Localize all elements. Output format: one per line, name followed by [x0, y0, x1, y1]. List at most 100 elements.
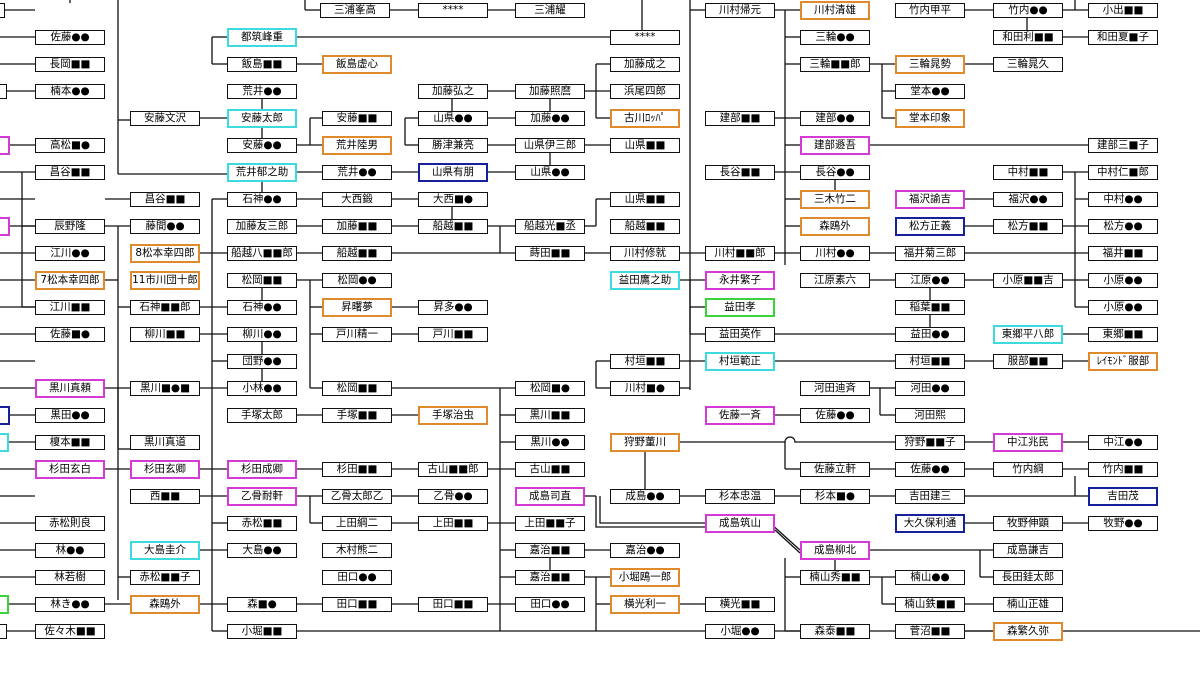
person-box — [0, 595, 9, 614]
person-box: 加藤成之 — [610, 57, 680, 72]
person-box: 松方●● — [1088, 219, 1158, 234]
person-box: 和田夏■子 — [1088, 30, 1158, 45]
person-box: 佐藤■● — [35, 327, 105, 342]
person-box: 林き●● — [35, 597, 105, 612]
person-box: 松方正義 — [895, 217, 965, 236]
person-box — [0, 136, 10, 155]
person-box: 石神●● — [227, 192, 297, 207]
person-box: 安藤●● — [227, 138, 297, 153]
person-box: 江原●● — [895, 273, 965, 288]
person-box: 松岡■● — [515, 381, 585, 396]
person-box: 8松本幸四郎 — [130, 244, 200, 263]
person-box: 中江兆民 — [993, 433, 1063, 452]
person-box: 川村清雄 — [800, 1, 870, 20]
person-box: 成島司直 — [515, 487, 585, 506]
person-box: 高松■● — [35, 138, 105, 153]
person-box: 服部■■ — [993, 354, 1063, 369]
person-box: 荒井郁之助 — [227, 163, 297, 182]
person-box: 小堀鴎一郎 — [610, 568, 680, 587]
person-box: 松方■■ — [993, 219, 1063, 234]
person-box: 牧野伸顕 — [993, 516, 1063, 531]
person-box: 三輪●● — [800, 30, 870, 45]
person-box: 杉田成卿 — [227, 460, 297, 479]
person-box: ﾚｲﾓﾝﾄﾞ服部 — [1088, 352, 1158, 371]
person-box: 川村修就 — [610, 246, 680, 261]
person-box: 建部三■子 — [1088, 138, 1158, 153]
person-box: 嘉治■■ — [515, 570, 585, 585]
person-box: 赤松則良 — [35, 516, 105, 531]
person-box: 杉本■● — [800, 489, 870, 504]
person-box: 大島●● — [227, 543, 297, 558]
person-box: 三木竹二 — [800, 190, 870, 209]
person-box: 三浦峯高 — [320, 3, 390, 18]
person-box: 赤松■■子 — [130, 570, 200, 585]
person-box: 勝津兼亮 — [418, 138, 488, 153]
person-box: 山県■■ — [610, 138, 680, 153]
person-box: 長岡■■ — [35, 57, 105, 72]
person-box: 東郷平八郎 — [993, 325, 1063, 344]
person-box: 昇曙夢 — [322, 298, 392, 317]
person-box: 手塚治虫 — [418, 406, 488, 425]
person-box: 福沢●● — [993, 192, 1063, 207]
person-box: 乙骨●● — [418, 489, 488, 504]
person-box: 昌谷■■ — [35, 165, 105, 180]
person-box: 小原●● — [1088, 300, 1158, 315]
person-box: 小林●● — [227, 381, 297, 396]
person-box: 中村●● — [1088, 192, 1158, 207]
person-box: 長谷■■ — [705, 165, 775, 180]
person-box: 佐藤立軒 — [800, 462, 870, 477]
person-box: 横光利一 — [610, 595, 680, 614]
person-box: 森鴎外 — [130, 595, 200, 614]
person-box: 上田■■ — [418, 516, 488, 531]
person-box: 村垣範正 — [705, 352, 775, 371]
person-box: **** — [418, 3, 488, 18]
person-box: 佐々木■■ — [35, 624, 105, 639]
person-box: 小堀●● — [705, 624, 775, 639]
person-box: 長田銈太郎 — [993, 570, 1063, 585]
person-box: 小原●● — [1088, 273, 1158, 288]
person-box: 黒川真頼 — [35, 379, 105, 398]
person-box: 松岡■■ — [322, 381, 392, 396]
person-box: 佐藤一斉 — [705, 406, 775, 425]
person-box — [0, 3, 5, 18]
person-box: 楠山秀■■ — [800, 570, 870, 585]
person-box: 福沢諭吉 — [895, 190, 965, 209]
person-box: 手塚■■ — [322, 408, 392, 423]
person-box: 福井菊三郎 — [895, 246, 965, 261]
person-box: 松岡■■ — [227, 273, 297, 288]
person-box: 成島柳北 — [800, 541, 870, 560]
person-box: 菅沼■■ — [895, 624, 965, 639]
person-box: 小原■■吉 — [993, 273, 1063, 288]
person-box: 永井繁子 — [705, 271, 775, 290]
person-box: 大島圭介 — [130, 541, 200, 560]
person-box: 狩野董川 — [610, 433, 680, 452]
person-box: 建部●● — [800, 111, 870, 126]
person-box: 稲葉■■ — [895, 300, 965, 315]
person-box: 和田利■■ — [993, 30, 1063, 45]
person-box: 河田迪斉 — [800, 381, 870, 396]
person-box: 益田英作 — [705, 327, 775, 342]
person-box: 船越■■ — [610, 219, 680, 234]
person-box: 三輪晁久 — [993, 57, 1063, 72]
person-box: 益田孝 — [705, 298, 775, 317]
person-box: 藤間●● — [130, 219, 200, 234]
person-box: 森鴎外 — [800, 217, 870, 236]
person-box: 蒔田■■ — [515, 246, 585, 261]
person-box: 山県有朋 — [418, 163, 488, 182]
person-box: 黒田●● — [35, 408, 105, 423]
person-box: 手塚太郎 — [227, 408, 297, 423]
person-box: 山県●● — [515, 165, 585, 180]
person-box: 建部遯吾 — [800, 136, 870, 155]
person-box: 大久保利通 — [895, 514, 965, 533]
person-box: 小出■■ — [1088, 3, 1158, 18]
person-box: 乙骨耐軒 — [227, 487, 297, 506]
person-box: 長谷●● — [800, 165, 870, 180]
person-box: 杉本忠温 — [705, 489, 775, 504]
person-box: 村垣■■ — [610, 354, 680, 369]
person-box: 森■● — [227, 597, 297, 612]
person-box: 松岡●● — [322, 273, 392, 288]
person-box: 加藤●● — [515, 111, 585, 126]
person-box: 西■■ — [130, 489, 200, 504]
person-box: 古山■■郎 — [418, 462, 488, 477]
